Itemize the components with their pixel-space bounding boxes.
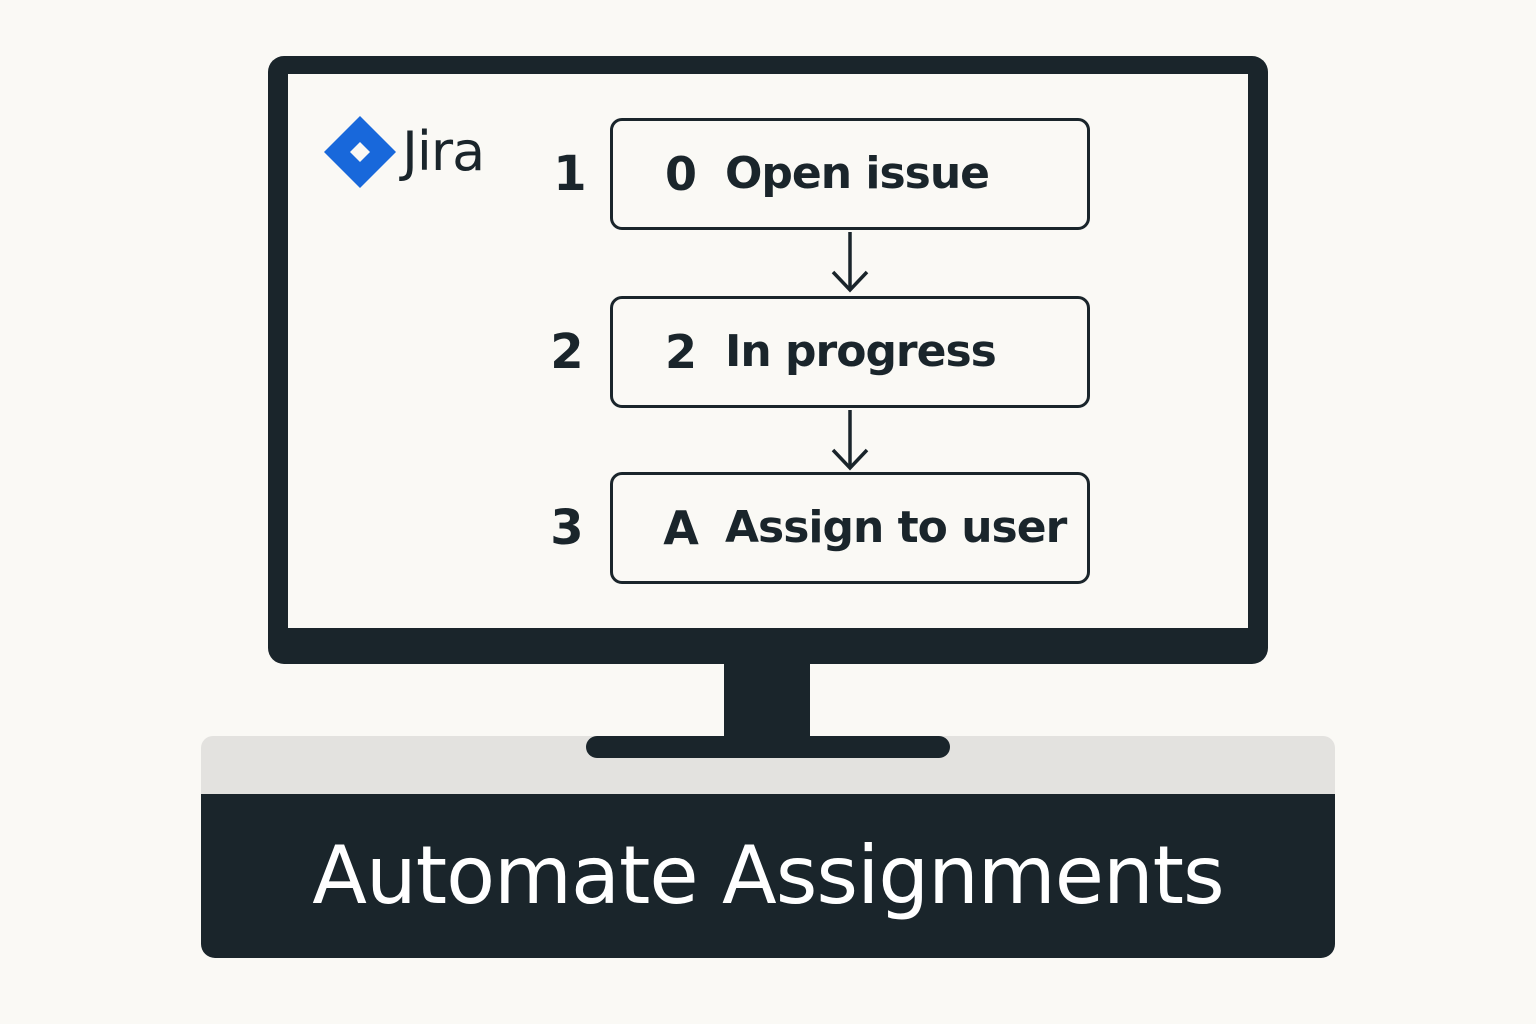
monitor: Jira 1 0 Open issue 2 2 In progress 3 A … [268, 56, 1268, 664]
monitor-screen: Jira 1 0 Open issue 2 2 In progress 3 A … [288, 74, 1248, 628]
title-banner: Automate Assignments [201, 794, 1335, 958]
step-number-1: 1 [553, 146, 587, 202]
monitor-stand-base [586, 736, 950, 758]
step-box-assign-to-user: A Assign to user [610, 472, 1090, 584]
jira-logo-text: Jira [402, 120, 485, 183]
step-label: Assign to user [725, 502, 1067, 553]
step-number-3: 3 [550, 500, 584, 556]
banner-title: Automate Assignments [312, 829, 1224, 922]
step-label: In progress [725, 326, 997, 377]
step-badge: 2 [664, 325, 697, 379]
jira-diamond-icon [324, 116, 396, 188]
step-box-in-progress: 2 In progress [610, 296, 1090, 408]
down-arrow-icon [831, 232, 869, 293]
step-badge: A [663, 501, 699, 555]
monitor-stand-neck [724, 660, 810, 744]
jira-logo: Jira [324, 116, 485, 188]
step-badge: 0 [664, 147, 697, 201]
down-arrow-icon [831, 410, 869, 471]
step-label: Open issue [725, 148, 990, 199]
step-number-2: 2 [550, 324, 584, 380]
step-box-open-issue: 0 Open issue [610, 118, 1090, 230]
